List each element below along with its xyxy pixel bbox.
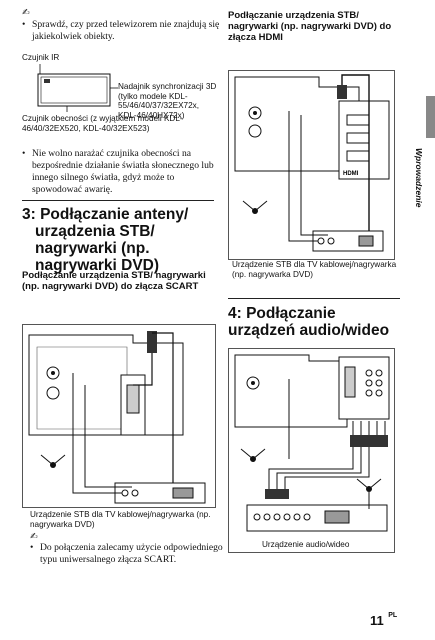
- bullet-icon: •: [22, 19, 26, 30]
- hdmi-wiring-illustration: HDMI: [234, 74, 390, 252]
- note-text-2: Nie wolno narażać czujnika obecności na …: [32, 148, 214, 195]
- presence-sensor-label: Czujnik obecności (z wyjątkiem modeli KD…: [22, 114, 183, 133]
- note-text-1: Sprawdź, czy przed telewizorem nie znajd…: [32, 19, 220, 42]
- scart-wiring-illustration: [28, 331, 206, 504]
- hdmi-connection-diagram: HDMI: [228, 70, 395, 260]
- scart-subtitle: Podłączanie urządzenia STB/ nagrywarki (…: [22, 270, 206, 292]
- scart-connection-diagram: [22, 324, 216, 508]
- bullet-icon: •: [30, 542, 34, 553]
- tip-note-icon: ✍: [30, 532, 38, 542]
- scart-caption: Urządzenie STB dla TV kablowej/nagrywark…: [30, 510, 211, 529]
- tip-text: Do połączenia zalecamy użycie odpowiedni…: [40, 542, 223, 565]
- note-icon: ✍: [22, 8, 30, 18]
- hdmi-subtitle: Podłączanie urządzenia STB/ nagrywarki (…: [228, 10, 392, 43]
- av-wiring-illustration: [234, 354, 390, 532]
- page-number-value: 11: [370, 613, 384, 628]
- page-language: PL: [388, 612, 398, 619]
- note-bullet-1: • Sprawdź, czy przed telewizorem nie zna…: [22, 19, 222, 43]
- sync-transmitter-label: Nadajnik synchronizacji 3D (tylko modele…: [118, 82, 217, 120]
- bullet-icon: •: [22, 148, 26, 159]
- av-connection-diagram: [228, 348, 395, 553]
- tip-bullet: • Do połączenia zalecamy użycie odpowied…: [30, 542, 230, 566]
- hdmi-logo: HDMI: [343, 171, 359, 177]
- section-divider: [22, 200, 214, 201]
- section-3-title: 3: Podłączanie anteny/ urządzenia STB/ n…: [22, 206, 189, 274]
- section-divider: [228, 298, 400, 299]
- page-number: 11 PL: [370, 612, 397, 630]
- hdmi-caption: Urządzenie STB dla TV kablowej/nagrywark…: [232, 260, 397, 279]
- sensor-diagram: [37, 64, 118, 112]
- note-bullet-2: • Nie wolno narażać czujnika obecności n…: [22, 148, 222, 196]
- section-4-title: 4: Podłączanie urządzeń audio/wideo: [228, 305, 390, 339]
- av-caption: Urządzenie audio/wideo: [262, 540, 350, 549]
- side-tab-label: Wprowadzenie: [414, 148, 424, 208]
- ir-sensor-label: Czujnik IR: [22, 53, 60, 62]
- side-tab-bar: [426, 96, 435, 138]
